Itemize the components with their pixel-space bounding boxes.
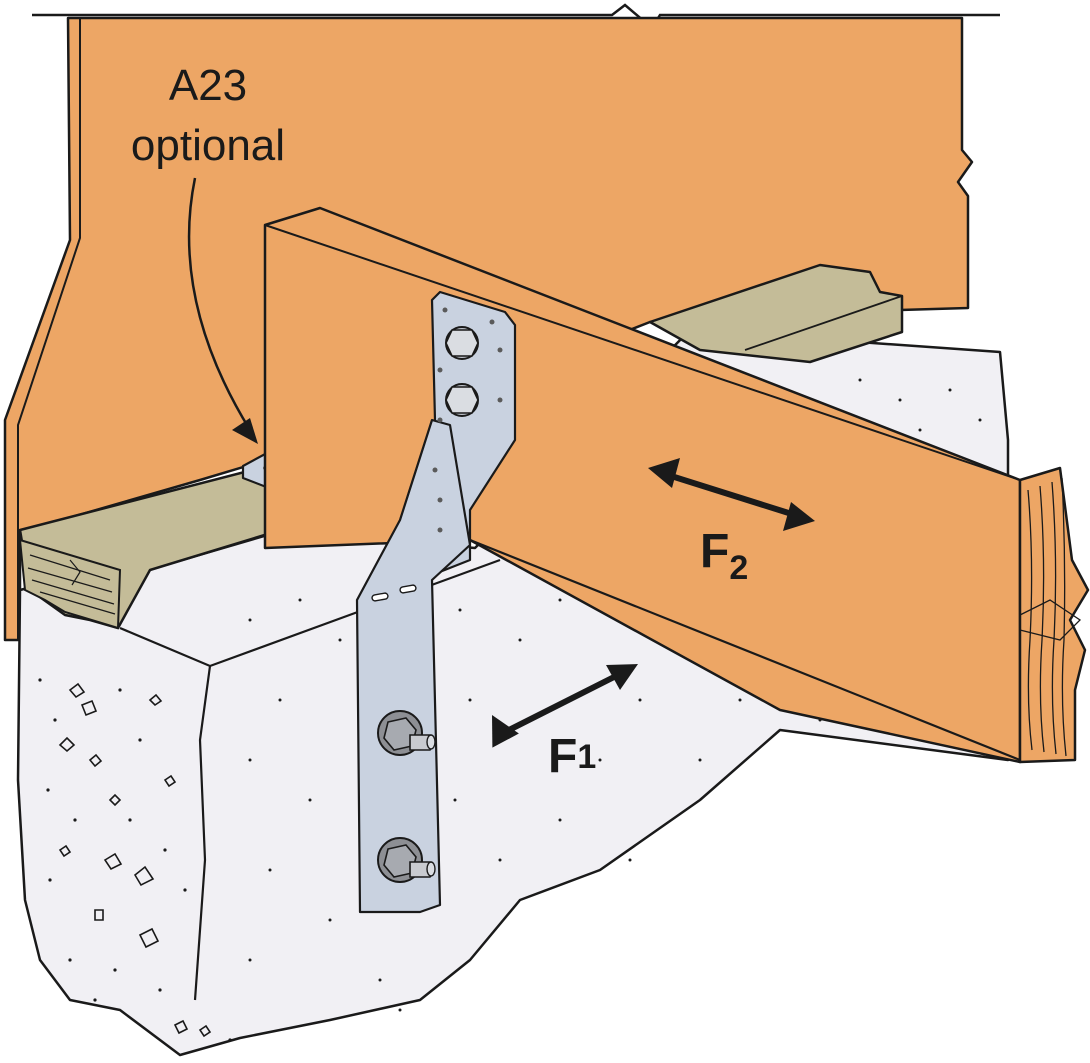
force-f2-subscript: 2 — [729, 549, 748, 587]
anchor-bolt-2 — [377, 837, 436, 883]
callout-label-optional: optional — [131, 121, 285, 170]
sill-right-top-edge — [744, 295, 903, 351]
strap-slots — [371, 584, 417, 602]
panel-edge-line — [17, 18, 81, 640]
anchor-bolt-icon — [377, 326, 479, 883]
upper-bolt-1 — [445, 326, 479, 360]
callout-arrowhead — [232, 418, 258, 444]
force-f1-subscript: 1 — [577, 738, 596, 776]
top-cut-line — [32, 3, 1000, 30]
end-grain-lines — [1019, 477, 1082, 757]
strap-nail-holes — [432, 307, 503, 533]
anchor-bolt-1 — [377, 710, 436, 756]
force-f2-letter: F — [700, 525, 729, 578]
force-f1-letter: F — [548, 730, 577, 783]
beam-end-grain — [1018, 466, 1090, 764]
beam-bottom-edge — [469, 538, 1021, 762]
concrete-speckles — [58, 682, 212, 1038]
force-f2-arrow — [648, 458, 815, 531]
upper-bolt-2 — [445, 383, 479, 417]
beam-top-edge — [264, 224, 1021, 481]
sill-left-end-grain — [18, 538, 122, 630]
callout-arrow-line — [187, 177, 252, 431]
force-f1-arrow — [492, 664, 638, 748]
strap-fold-line — [356, 419, 433, 601]
force-f2-label: F2 — [700, 525, 748, 587]
force-f1-label: F1 — [548, 730, 596, 783]
hold-down-strap — [355, 290, 517, 914]
callout-label-a23: A23 — [169, 61, 247, 110]
